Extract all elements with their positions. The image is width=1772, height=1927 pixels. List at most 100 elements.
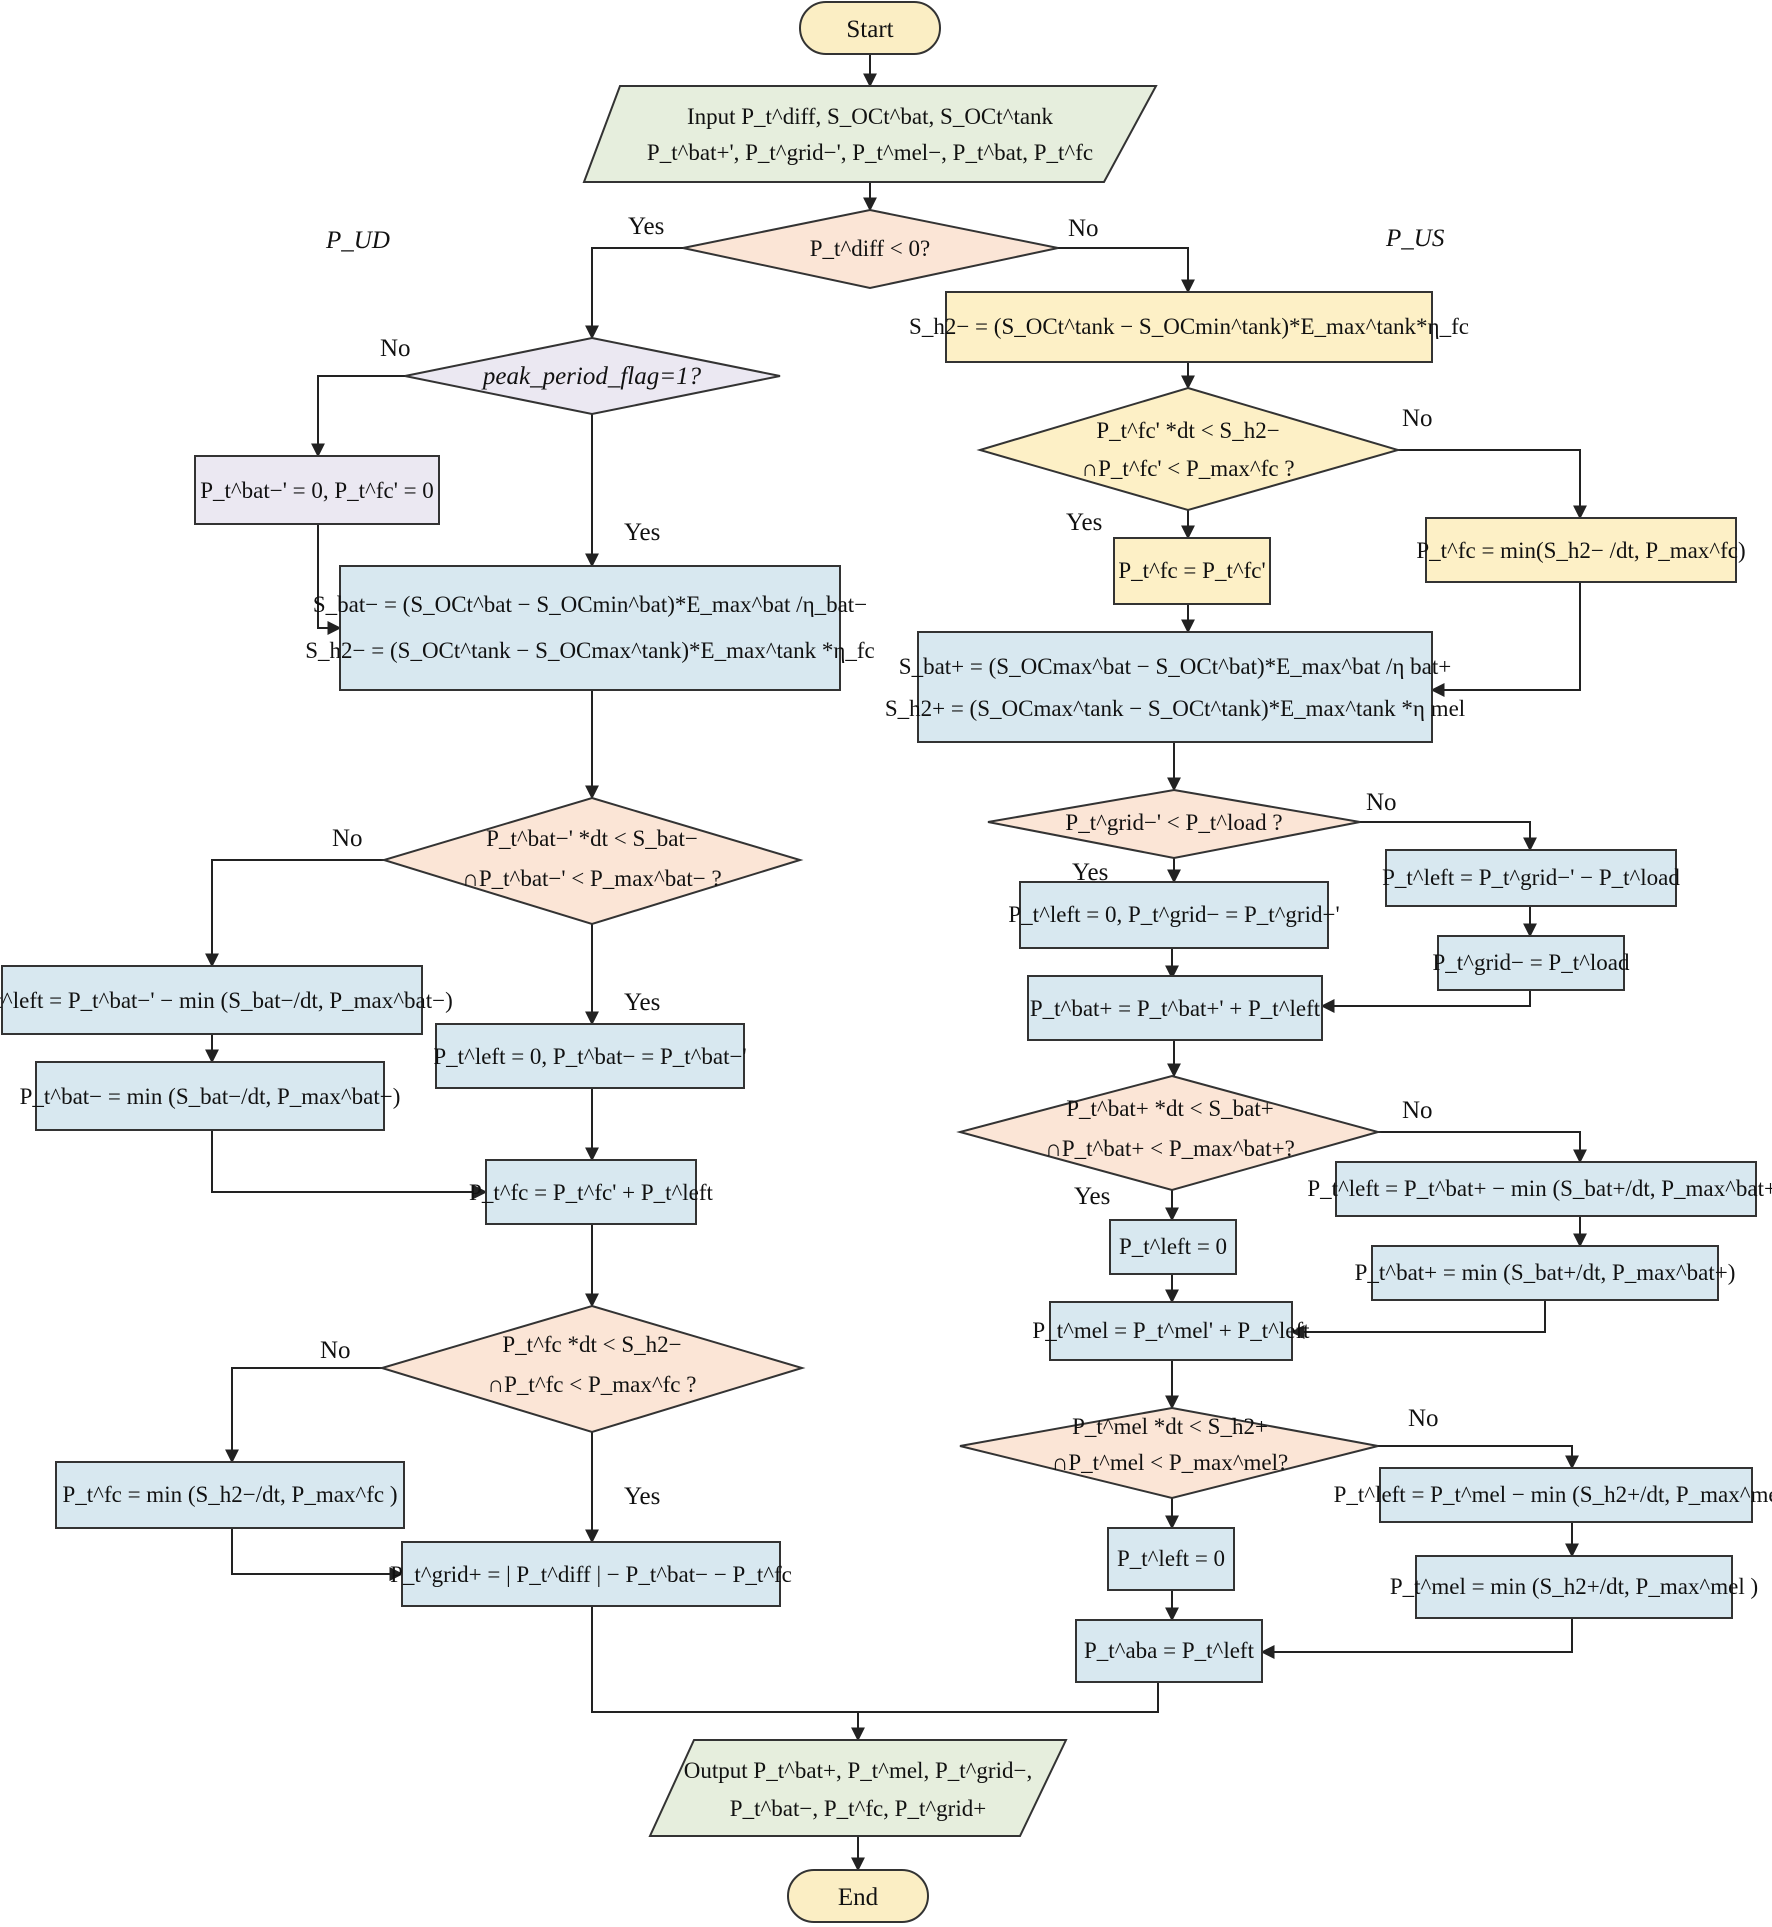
process-left-grid <box>1385 849 1677 907</box>
process-left-bat-plus-label: P_t^left = P_t^bat+ − min (S_bat+/dt, P_… <box>1307 1176 1772 1201</box>
decision-fc-line1: P_t^fc *dt < S_h2− <box>502 1332 681 1357</box>
output-label-line1: Output P_t^bat+, P_t^mel, P_t^grid−, <box>684 1758 1032 1783</box>
process-grid-load-label: P_t^grid− = P_t^load <box>1432 950 1630 975</box>
decision-grid-label: P_t^grid−' < P_t^load ? <box>1065 810 1282 835</box>
process-left-grid-label: P_t^left = P_t^grid−' − P_t^load <box>1382 865 1680 890</box>
process-bat-minus-min <box>35 1061 385 1131</box>
decision-bat-minus-line1: P_t^bat−' *dt < S_bat− <box>486 826 698 851</box>
process-left0-a <box>1109 1219 1237 1275</box>
process-bat-minus-min-label: P_t^bat− = min (S_bat−/dt, P_max^bat−) <box>20 1084 401 1109</box>
connectors <box>205 54 1587 1872</box>
edge-label-mel-no: No <box>1408 1405 1439 1432</box>
process-fc-sum <box>485 1159 697 1225</box>
process-fc-eq <box>1113 537 1271 605</box>
process-left0-a-label: P_t^left = 0 <box>1119 1234 1227 1259</box>
decision-bat-minus <box>380 796 804 926</box>
decision-peak <box>404 336 781 416</box>
process-left-bat-plus <box>1335 1161 1757 1217</box>
process-aba-label: P_t^aba = P_t^left <box>1084 1638 1255 1663</box>
process-grid-plus-label: P_t^grid+ = | P_t^diff | − P_t^bat− − P_… <box>390 1562 792 1587</box>
process-left-mel-label: P_t^left = P_t^mel − min (S_h2+/dt, P_ma… <box>1334 1482 1772 1507</box>
edge-label-diff-no: No <box>1068 215 1099 242</box>
process-sbat-plus-line1: S_bat+ = (S_OCmax^bat − S_OCt^bat)*E_max… <box>899 654 1451 679</box>
process-zero-label: P_t^bat−' = 0, P_t^fc' = 0 <box>200 478 434 503</box>
edge-label-fc-yes: Yes <box>624 1483 660 1510</box>
process-mel-sum <box>1049 1301 1293 1361</box>
process-left0-b <box>1107 1527 1235 1591</box>
process-fc-min-right <box>1425 517 1737 583</box>
process-fc-min-right-label: P_t^fc = min(S_h2− /dt, P_max^fc) <box>1416 538 1745 563</box>
process-sbat-minus <box>339 565 841 691</box>
output-label-line2: P_t^bat−, P_t^fc, P_t^grid+ <box>730 1796 986 1821</box>
input-label-line1: Input P_t^diff, S_OCt^bat, S_OCt^tank <box>687 104 1054 129</box>
process-left0-grid-label: P_t^left = 0, P_t^grid− = P_t^grid−' <box>1008 902 1339 927</box>
decision-fc-line2: ∩P_t^fc < P_max^fc ? <box>488 1372 697 1397</box>
process-grid-load <box>1437 935 1625 991</box>
process-left-mel <box>1379 1467 1753 1523</box>
edge-label-fcp-yes: Yes <box>1066 509 1102 536</box>
decision-bat-plus <box>956 1074 1382 1192</box>
side-label-right: P_US <box>1385 225 1445 252</box>
input-label-line2: P_t^bat+', P_t^grid−', P_t^mel−, P_t^bat… <box>647 140 1093 165</box>
process-mel-min <box>1415 1555 1733 1619</box>
decision-diff <box>682 208 1059 290</box>
decision-mel-line1: P_t^mel *dt < S_h2+ <box>1072 1414 1268 1439</box>
decision-bat-plus-line2: ∩P_t^bat+ < P_max^bat+? <box>1045 1136 1295 1161</box>
decision-fc <box>378 1304 806 1434</box>
process-left-bat-minus <box>1 965 423 1035</box>
process-sbat-minus-line2: S_h2− = (S_OCt^tank − S_OCmax^tank)*E_ma… <box>305 638 874 663</box>
process-grid-plus <box>401 1541 781 1607</box>
end-label: End <box>838 1884 879 1911</box>
edge-label-peak-no: No <box>380 335 411 362</box>
input-io <box>582 85 1158 183</box>
output-io <box>648 1739 1068 1837</box>
edge-label-grid-no: No <box>1366 789 1397 816</box>
decision-bat-plus-line1: P_t^bat+ *dt < S_bat+ <box>1066 1096 1274 1121</box>
process-mel-sum-label: P_t^mel = P_t^mel' + P_t^left <box>1032 1318 1310 1343</box>
process-zero <box>194 455 440 525</box>
process-fc-min-label: P_t^fc = min (S_h2−/dt, P_max^fc ) <box>62 1482 397 1507</box>
process-sh2-minus-label: S_h2− = (S_OCt^tank − S_OCmin^tank)*E_ma… <box>909 314 1469 339</box>
decision-mel <box>959 1406 1379 1500</box>
edge-label-peak-yes: Yes <box>624 519 660 546</box>
decision-fc-prime-line2: ∩P_t^fc' < P_max^fc ? <box>1081 456 1294 481</box>
process-fc-sum-label: P_t^fc = P_t^fc' + P_t^left <box>469 1180 714 1205</box>
process-bat-plus-sum <box>1027 975 1323 1041</box>
edge-labels: Yes No No Yes No Yes No Yes No Yes No Ye… <box>320 213 1439 1510</box>
process-left0-b-label: P_t^left = 0 <box>1117 1546 1225 1571</box>
process-sbat-minus-line1: S_bat− = (S_OCt^bat − S_OCmin^bat)*E_max… <box>313 592 867 617</box>
side-labels: P_UD P_US <box>325 225 1445 254</box>
process-bat-plus-min-label: P_t^bat+ = min (S_bat+/dt, P_max^bat+) <box>1355 1260 1736 1285</box>
end-terminal <box>787 1869 929 1923</box>
process-bat-plus-min <box>1371 1245 1719 1301</box>
process-sbat-plus-line2: S_h2+ = (S_OCmax^tank − S_OCt^tank)*E_ma… <box>885 696 1465 721</box>
decision-mel-line2: ∩P_t^mel < P_max^mel? <box>1052 1450 1288 1475</box>
edge-label-batm-no: No <box>332 825 363 852</box>
process-mel-min-label: P_t^mel = min (S_h2+/dt, P_max^mel ) <box>1390 1574 1758 1599</box>
edge-label-grid-yes: Yes <box>1072 859 1108 886</box>
process-bat-plus-sum-label: P_t^bat+ = P_t^bat+' + P_t^left <box>1030 996 1321 1021</box>
side-label-left: P_UD <box>325 227 390 254</box>
process-fc-min <box>55 1461 405 1529</box>
process-aba <box>1075 1619 1263 1683</box>
process-left0-grid <box>1019 881 1329 949</box>
edge-label-fc-no: No <box>320 1337 351 1364</box>
decision-grid <box>987 788 1361 860</box>
process-left0-bat-minus-label: P_t^left = 0, P_t^bat− = P_t^bat−' <box>433 1044 746 1069</box>
edge-label-fcp-no: No <box>1402 405 1433 432</box>
decision-peak-label: peak_period_flag=1? <box>481 363 702 390</box>
edge-label-batp-yes: Yes <box>1074 1183 1110 1210</box>
process-sbat-plus <box>917 631 1433 743</box>
decision-bat-minus-line2: ∩P_t^bat−' < P_max^bat− ? <box>462 866 721 891</box>
process-fc-eq-label: P_t^fc = P_t^fc' <box>1118 558 1265 583</box>
process-left-bat-minus-label: P_t^left = P_t^bat−' − min (S_bat−/dt, P… <box>0 988 453 1013</box>
decision-diff-label: P_t^diff < 0? <box>810 236 930 261</box>
process-left0-bat-minus <box>435 1023 745 1089</box>
process-sh2-minus <box>945 291 1433 363</box>
decision-fc-prime-line1: P_t^fc' *dt < S_h2− <box>1096 418 1279 443</box>
start-label: Start <box>846 16 893 43</box>
node-labels: Start Input P_t^diff, S_OCt^bat, S_OCt^t… <box>0 16 1772 1911</box>
start-terminal <box>799 1 941 55</box>
